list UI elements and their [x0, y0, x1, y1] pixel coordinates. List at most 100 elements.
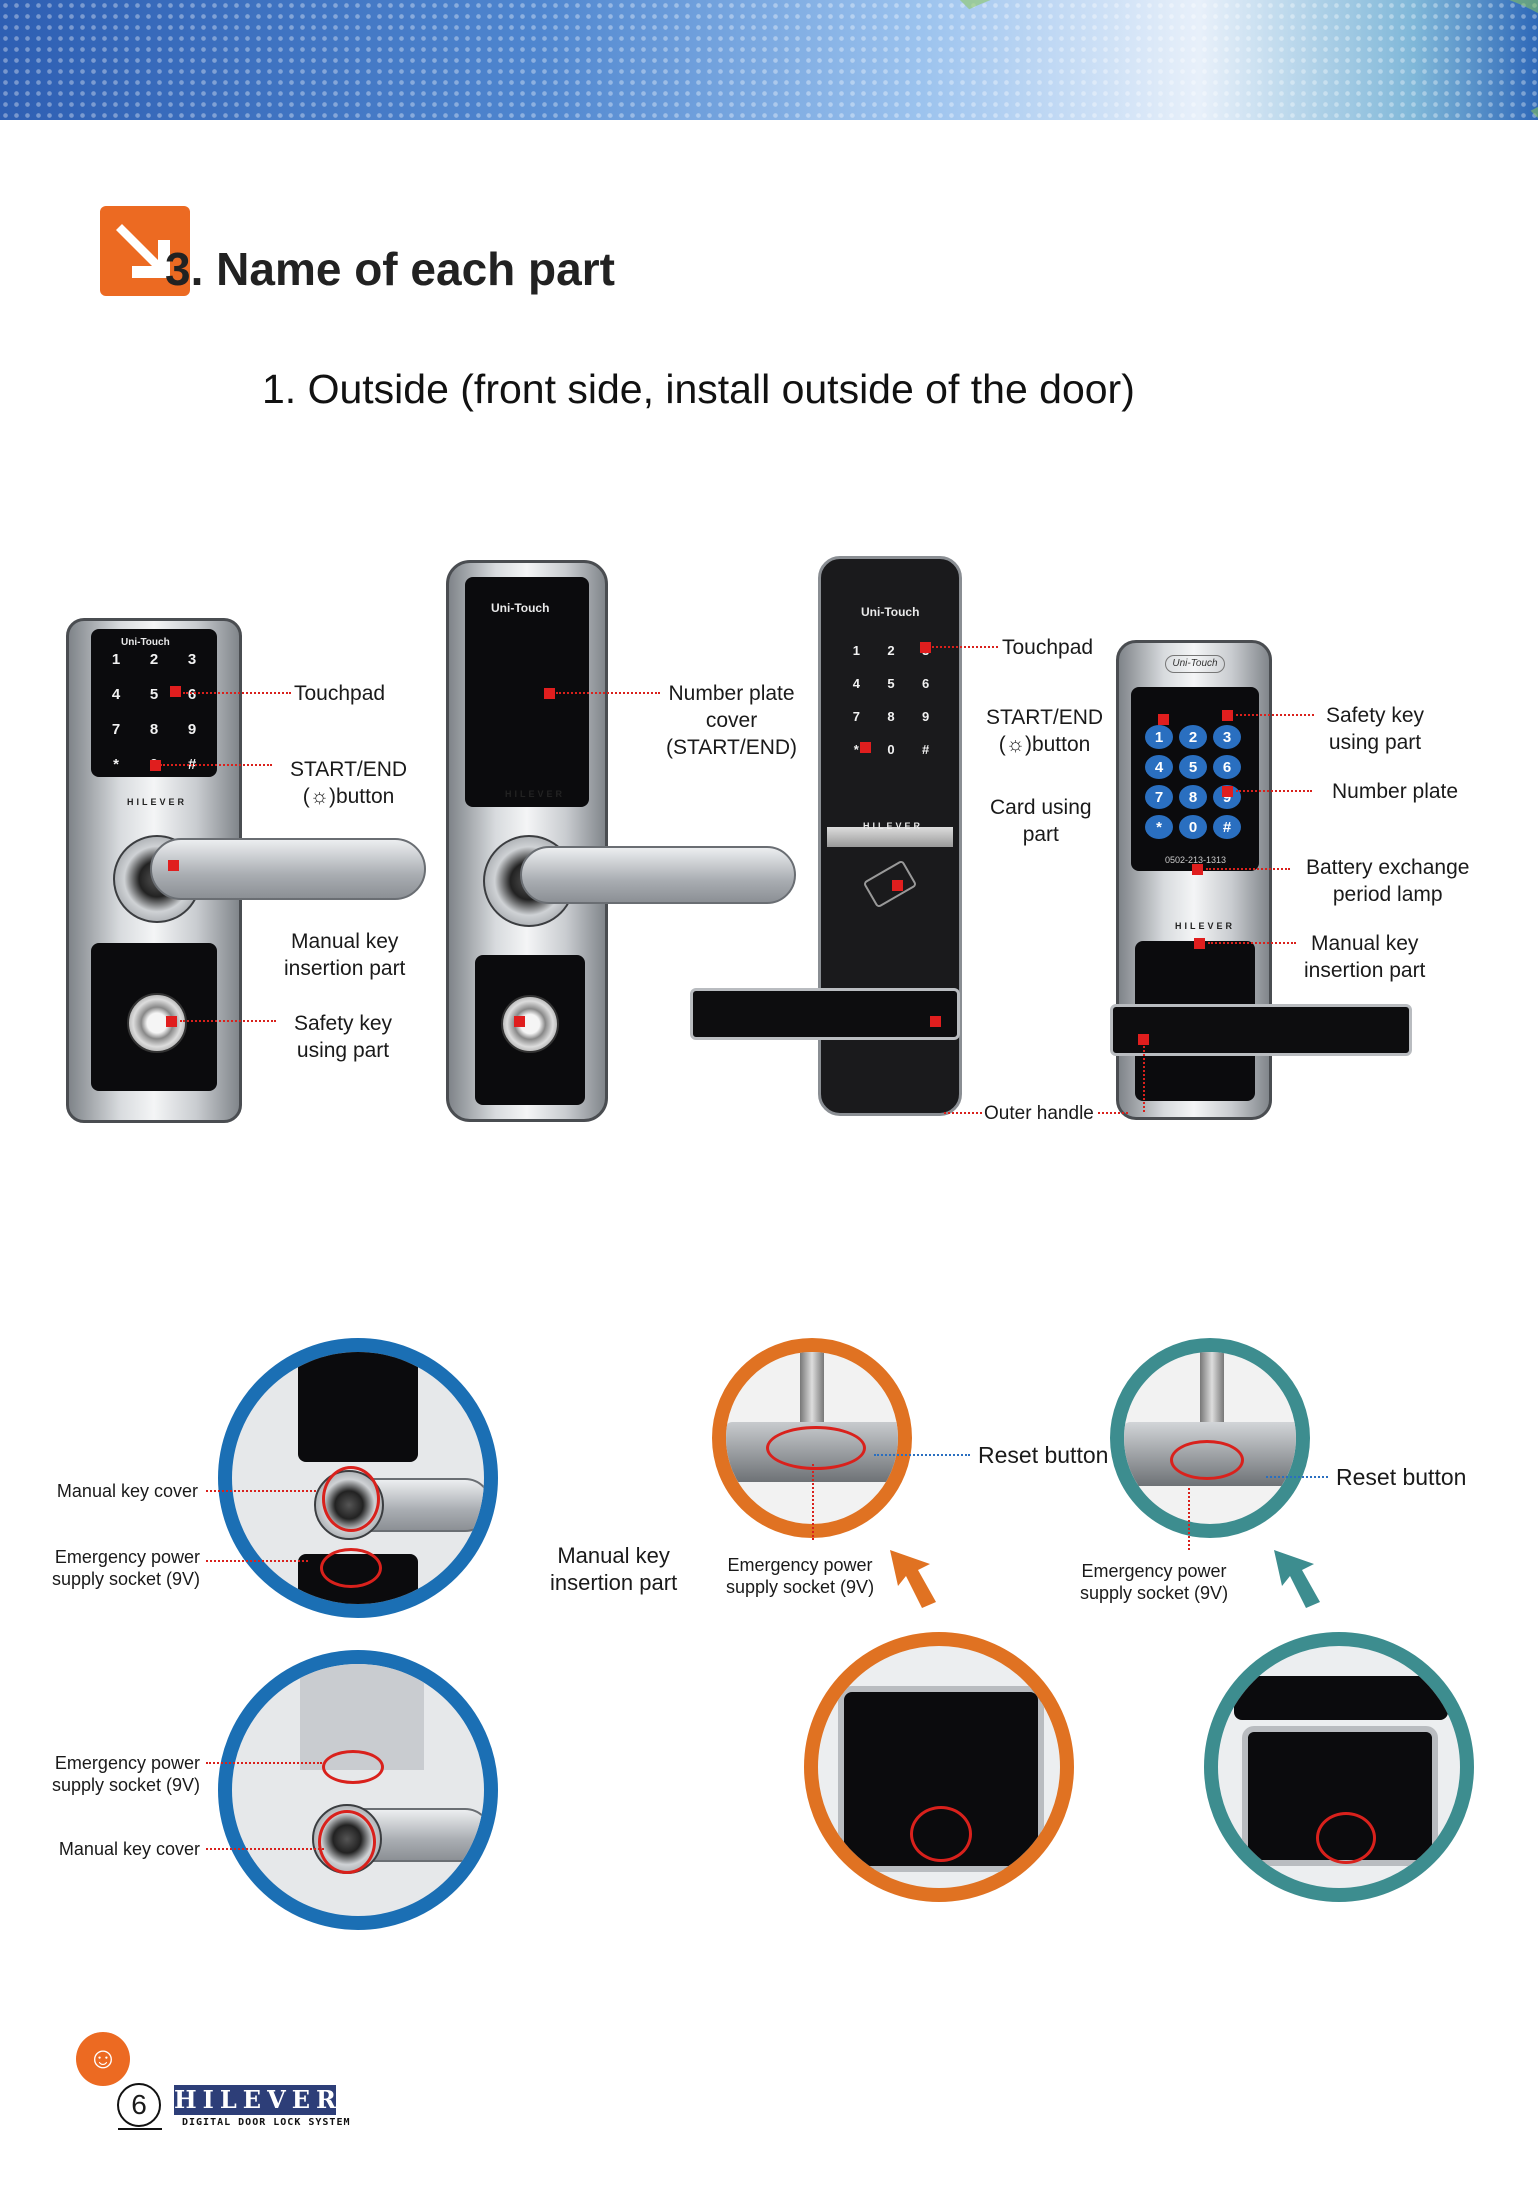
key-4[interactable]: 4: [852, 676, 860, 691]
key-4[interactable]: 4: [111, 686, 121, 703]
detail-5-highlight: [910, 1806, 972, 1862]
label-line: Card using: [990, 796, 1092, 819]
key-2[interactable]: 2: [1179, 725, 1207, 749]
key-7[interactable]: 7: [852, 709, 860, 724]
label-line: supply socket (9V): [51, 1775, 200, 1795]
detail-circle-5: [804, 1632, 1074, 1902]
key-2[interactable]: 2: [149, 651, 159, 668]
brand-tagline: DIGITAL DOOR LOCK SYSTEM: [182, 2117, 351, 2128]
label-line: part: [1022, 823, 1059, 846]
leader-line: [812, 1464, 814, 1540]
detail-circle-4: [1110, 1338, 1310, 1538]
key-7[interactable]: 7: [111, 721, 121, 738]
key-6[interactable]: 6: [922, 676, 930, 691]
device-4-keypad: 1 2 3 4 5 6 7 8 9 * 0 #: [1145, 725, 1247, 839]
key-8[interactable]: 8: [149, 721, 159, 738]
key-2[interactable]: 2: [887, 643, 895, 658]
key-0[interactable]: 0: [887, 742, 895, 757]
leader-line: [1206, 868, 1290, 870]
key-1[interactable]: 1: [111, 651, 121, 668]
marker: [930, 1016, 941, 1027]
label-d1-manual-key: Manual key insertion part: [284, 928, 405, 982]
label-d3-touchpad: Touchpad: [1002, 636, 1094, 659]
label-d4-safety-key: Safety key using part: [1326, 702, 1424, 756]
key-5[interactable]: 5: [149, 686, 159, 703]
label-c1-manual-key-cover: Manual key cover: [56, 1481, 198, 1501]
key-8[interactable]: 8: [887, 709, 895, 724]
label-line: period lamp: [1332, 883, 1443, 906]
key-7[interactable]: 7: [1145, 785, 1173, 809]
device-3-card-icon: [862, 859, 918, 909]
marker: [514, 1016, 525, 1027]
device-3-brand: HILEVER: [863, 821, 924, 831]
label-line: insertion part: [1304, 959, 1426, 982]
brand-logo: HILEVER: [174, 2085, 342, 2115]
key-star[interactable]: *: [113, 756, 119, 773]
device-4-brand: HILEVER: [1175, 921, 1236, 931]
marker: [170, 686, 181, 697]
key-5[interactable]: 5: [1179, 755, 1207, 779]
leader-line: [1208, 942, 1296, 944]
device-1-key-cylinder: [127, 993, 187, 1053]
device-2-handle: [520, 846, 796, 904]
leader-line: [1236, 790, 1312, 792]
key-1[interactable]: 1: [852, 643, 860, 658]
key-6[interactable]: 6: [1213, 755, 1241, 779]
leader-line: [206, 1762, 322, 1764]
device-3-model-badge: Uni-Touch: [861, 605, 920, 619]
key-9[interactable]: 9: [187, 721, 197, 738]
key-star[interactable]: *: [1145, 815, 1173, 839]
label-line: Safety key: [1326, 704, 1425, 727]
marker: [860, 742, 871, 753]
label-c2-manual-key-cover: Manual key cover: [58, 1839, 200, 1859]
leader-line: [944, 1112, 982, 1114]
marker: [1222, 710, 1233, 721]
device-1-handle: [150, 838, 426, 900]
key-hash[interactable]: #: [1213, 815, 1241, 839]
detail-4-spindle: [1200, 1352, 1224, 1422]
device-1-touchpad-panel: Uni-Touch 1 2 3 4 5 6 7 8 9 * 0 # HILEVE…: [91, 629, 217, 807]
device-4-outer-handle: [1110, 1004, 1412, 1056]
key-star[interactable]: *: [853, 742, 859, 757]
leader-line: [206, 1490, 316, 1492]
key-1[interactable]: 1: [1145, 725, 1173, 749]
banner-swoosh: [900, 0, 1538, 120]
label-d4-battery: Battery exchange period lamp: [1306, 854, 1469, 908]
label-d3-start-end: START/END (☼)button: [986, 704, 1103, 758]
leader-line: [160, 764, 272, 766]
label-line: START/END: [986, 706, 1104, 729]
section-title: 3. Name of each part: [165, 243, 615, 295]
key-9[interactable]: 9: [922, 709, 930, 724]
label-line: (☼)button: [998, 733, 1091, 756]
label-line: Manual key: [291, 930, 399, 953]
label-line: insertion part: [284, 957, 406, 980]
label-line: Safety key: [294, 1012, 393, 1035]
leader-line: [183, 692, 291, 694]
key-8[interactable]: 8: [1179, 785, 1207, 809]
label-d4-manual-key: Manual key insertion part: [1304, 930, 1425, 984]
key-hash[interactable]: #: [922, 742, 930, 757]
detail-circle-1: [218, 1338, 498, 1618]
key-3[interactable]: 3: [1213, 725, 1241, 749]
detail-6-highlight: [1316, 1812, 1376, 1864]
page-number-underline: [118, 2128, 162, 2130]
label-d3-outer-handle: Outer handle: [984, 1103, 1094, 1124]
key-0[interactable]: 0: [1179, 815, 1207, 839]
label-c4-reset: Reset button: [1336, 1464, 1467, 1490]
device-4-phone: 0502-213-1313: [1165, 855, 1227, 865]
key-3[interactable]: 3: [187, 651, 197, 668]
label-c3-emergency: Emergency power supply socket (9V): [726, 1554, 874, 1598]
key-5[interactable]: 5: [887, 676, 895, 691]
leader-line: [1236, 714, 1314, 716]
key-4[interactable]: 4: [1145, 755, 1173, 779]
label-c4-emergency: Emergency power supply socket (9V): [1080, 1560, 1228, 1604]
label-line: supply socket (9V): [1080, 1583, 1229, 1603]
label-line: Battery exchange: [1306, 856, 1470, 879]
key-6[interactable]: 6: [187, 686, 197, 703]
leader-line: [932, 646, 998, 648]
page-subtitle: 1. Outside (front side, install outside …: [262, 366, 1135, 412]
up-arrow-orange-icon: [890, 1550, 936, 1608]
label-line: Emergency power: [727, 1555, 873, 1575]
label-line: supply socket (9V): [726, 1577, 875, 1597]
marker: [1158, 714, 1169, 725]
